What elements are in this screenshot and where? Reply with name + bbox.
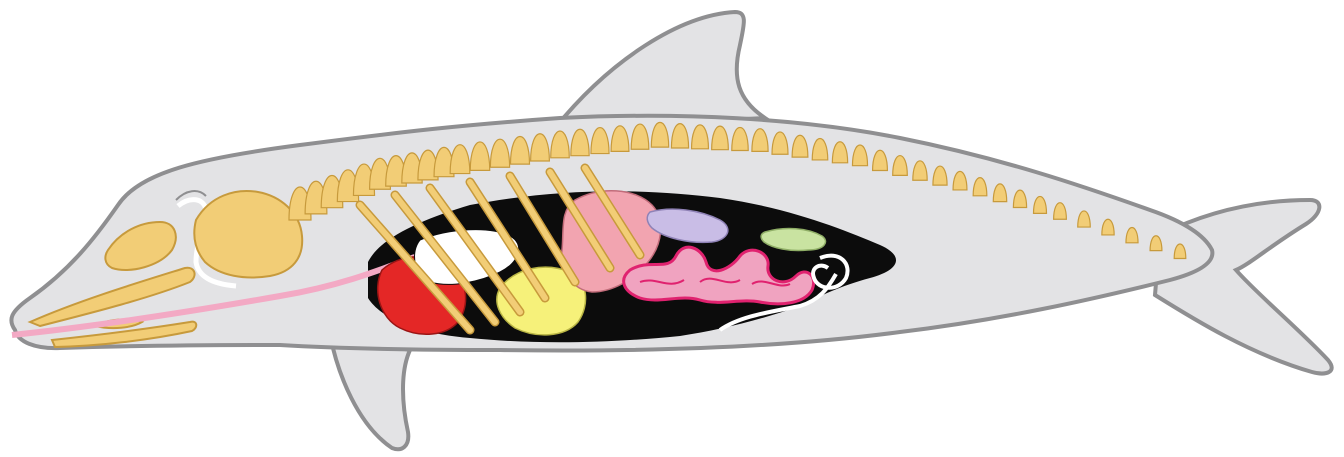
pectoral-fin: [330, 335, 410, 449]
skull: [194, 191, 302, 277]
dorsal-fin: [555, 12, 765, 128]
